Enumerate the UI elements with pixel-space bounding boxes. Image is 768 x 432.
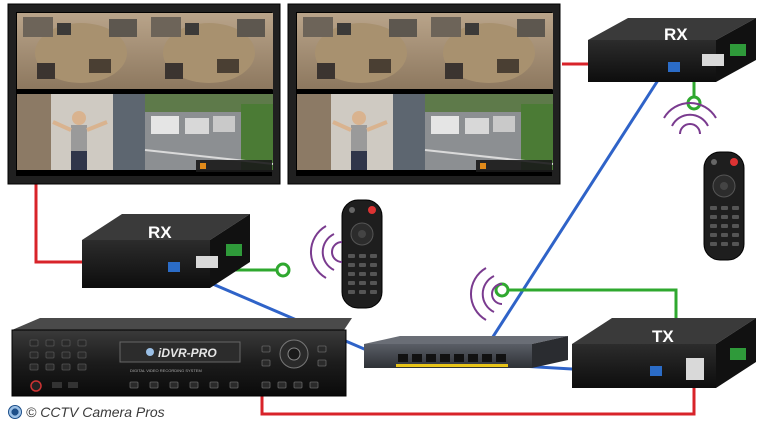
rx-left-label: RX: [148, 223, 172, 242]
video-extender-transmitter: TX: [572, 318, 756, 388]
rx-top-label: RX: [664, 25, 688, 44]
network-switch: [364, 336, 568, 368]
video-extender-receiver-right: RX: [588, 18, 756, 82]
remote-control-icon: [341, 199, 383, 309]
ir-signal-waves-icon: [309, 225, 343, 279]
monitor-left: [7, 3, 281, 185]
dvr-brand: iDVR-PRO: [158, 346, 217, 360]
hdmi-cable-dvr: [260, 372, 696, 416]
tx-label: TX: [652, 327, 674, 346]
copyright-text: © CCTV Camera Pros: [26, 404, 165, 420]
dvr-recorder: iDVR-PRO DIGITAL VIDEO RECORDING SYSTEM: [11, 318, 352, 397]
copyright-footer: © CCTV Camera Pros: [8, 404, 165, 420]
ir-receiver-eye-icon: [275, 262, 291, 278]
remote-control-icon: [703, 151, 745, 261]
monitor-right: [287, 3, 561, 185]
dvr-subtitle: DIGITAL VIDEO RECORDING SYSTEM: [130, 368, 202, 373]
network-cable-left: [179, 268, 391, 362]
video-extender-receiver-left: RX: [82, 214, 250, 288]
camera-logo-icon: [8, 405, 22, 419]
network-cable-top: [476, 73, 664, 361]
